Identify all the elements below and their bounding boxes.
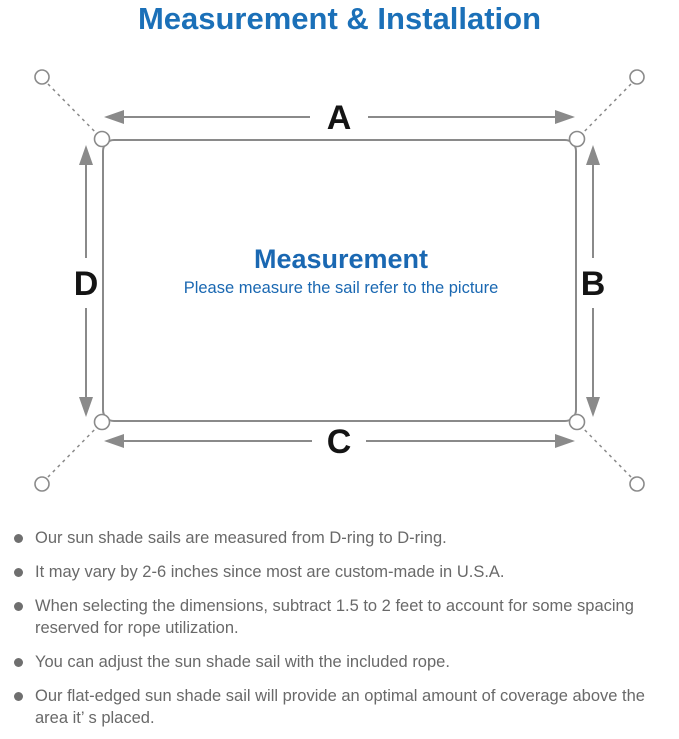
d-ring-top-left-icon (93, 130, 111, 148)
bullet-dot-icon (14, 601, 23, 611)
diagram-center-subtitle: Please measure the sail refer to the pic… (184, 279, 499, 297)
note-text: Our flat-edged sun shade sail will provi… (35, 686, 645, 727)
list-item: When selecting the dimensions, subtract … (8, 596, 668, 640)
list-item: Our sun shade sails are measured from D-… (8, 528, 668, 550)
bullet-dot-icon (14, 567, 23, 577)
measurement-notes-list: Our sun shade sails are measured from D-… (8, 528, 668, 739)
bullet-dot-icon (14, 657, 23, 667)
sail-measurement-diagram: A B C D Measurement Please measure the s… (34, 69, 645, 492)
bullet-dot-icon (14, 691, 23, 701)
list-item: It may vary by 2-6 inches since most are… (8, 562, 668, 584)
note-text: You can adjust the sun shade sail with t… (35, 652, 450, 671)
anchor-point-bottom-left-icon (34, 476, 50, 492)
dimension-arrow-d (79, 145, 93, 417)
note-text: When selecting the dimensions, subtract … (35, 596, 634, 637)
bullet-dot-icon (14, 534, 23, 543)
list-item: Our flat-edged sun shade sail will provi… (8, 686, 668, 730)
dimension-label-a: A (327, 99, 352, 137)
dimension-label-d: D (74, 265, 99, 303)
anchor-point-top-left-icon (34, 69, 50, 85)
anchor-point-bottom-right-icon (629, 476, 645, 492)
list-item: You can adjust the sun shade sail with t… (8, 652, 668, 674)
sail-outline (102, 139, 577, 422)
d-ring-bottom-left-icon (93, 413, 111, 431)
note-text: Our sun shade sails are measured from D-… (35, 529, 447, 547)
rope-dashed-bottom-left (47, 419, 105, 478)
diagram-center-title: Measurement (254, 244, 428, 274)
d-ring-top-right-icon (568, 130, 586, 148)
dimension-label-c: C (327, 423, 352, 461)
page-title: Measurement & Installation (137, 1, 542, 36)
dimension-arrow-c (104, 434, 575, 448)
note-text: It may vary by 2-6 inches since most are… (35, 562, 505, 581)
dimension-arrow-b (586, 145, 600, 417)
dimension-label-b: B (581, 265, 606, 303)
dimension-arrow-a (104, 110, 575, 124)
anchor-point-top-right-icon (629, 69, 645, 85)
d-ring-bottom-right-icon (568, 413, 586, 431)
rope-dashed-bottom-right (574, 419, 632, 478)
rope-dashed-top-left (47, 83, 105, 142)
rope-dashed-top-right (574, 83, 632, 142)
